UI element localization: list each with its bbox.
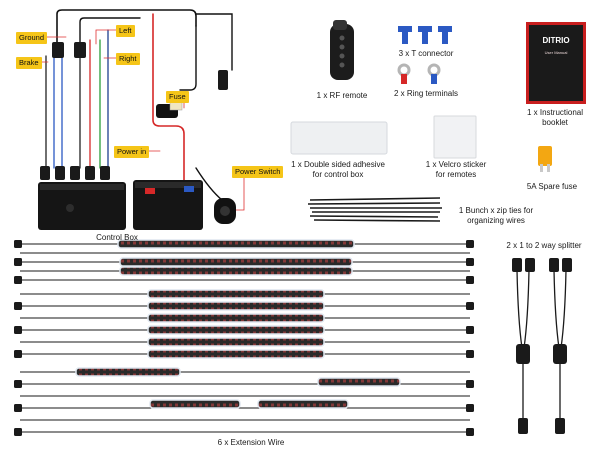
label-booklet-line2: booklet: [542, 118, 568, 127]
label-adhesive-line2: for control box: [312, 170, 364, 179]
label-splitter: 2 x 1 to 2 way splitter: [506, 241, 582, 250]
extension-strips: [75, 367, 401, 409]
zip-ties-icon: [307, 197, 442, 222]
control-box: [38, 180, 203, 230]
label-control-box: Control Box: [96, 233, 138, 242]
label-t-connector: 3 x T connector: [398, 49, 454, 58]
tag-fuse: Fuse: [166, 91, 189, 103]
splitter-connectors: [512, 258, 572, 434]
rf-remote-icon: [330, 20, 354, 80]
tag-left: Left: [116, 25, 135, 37]
velcro-sticker: [433, 115, 477, 159]
cable-end-connectors: [14, 240, 474, 436]
label-booklet-line1: 1 x Instructional: [526, 108, 584, 117]
booklet-title: User Manual: [544, 50, 568, 55]
ring-terminal-icons: [397, 63, 441, 84]
led-strips: [117, 239, 355, 359]
t-connector-icons: [398, 26, 452, 44]
booklet-icon: [526, 22, 586, 104]
label-adhesive-line1: 1 x Double sided adhesive: [291, 160, 385, 169]
tag-right: Right: [116, 53, 140, 65]
tag-power-in: Power in: [114, 146, 150, 158]
label-rf-remote: 1 x RF remote: [316, 91, 368, 100]
label-extension-wire: 6 x Extension Wire: [217, 438, 285, 447]
label-zip-line1: 1 Bunch x zip ties for: [458, 206, 534, 215]
label-spare-fuse: 5A Spare fuse: [526, 182, 578, 191]
brand-logo: DITRIO: [542, 36, 570, 45]
spare-fuse-icon: [538, 146, 552, 172]
label-velcro-line2: for remotes: [435, 170, 477, 179]
adhesive-pad: [290, 121, 388, 155]
power-switch-icon: [214, 198, 236, 224]
extension-wires: [20, 371, 470, 433]
wiring-harness: [39, 9, 245, 211]
label-ring-terminals: 2 x Ring terminals: [393, 89, 459, 98]
tag-ground: Ground: [16, 32, 48, 44]
tag-brake: Brake: [16, 57, 42, 69]
tag-power-switch: Power Switch: [232, 166, 284, 178]
label-zip-line2: organizing wires: [467, 216, 525, 225]
splitter-cables: [516, 269, 567, 420]
label-velcro-line1: 1 x Velcro sticker: [425, 160, 487, 169]
harness-connectors: [40, 42, 228, 180]
